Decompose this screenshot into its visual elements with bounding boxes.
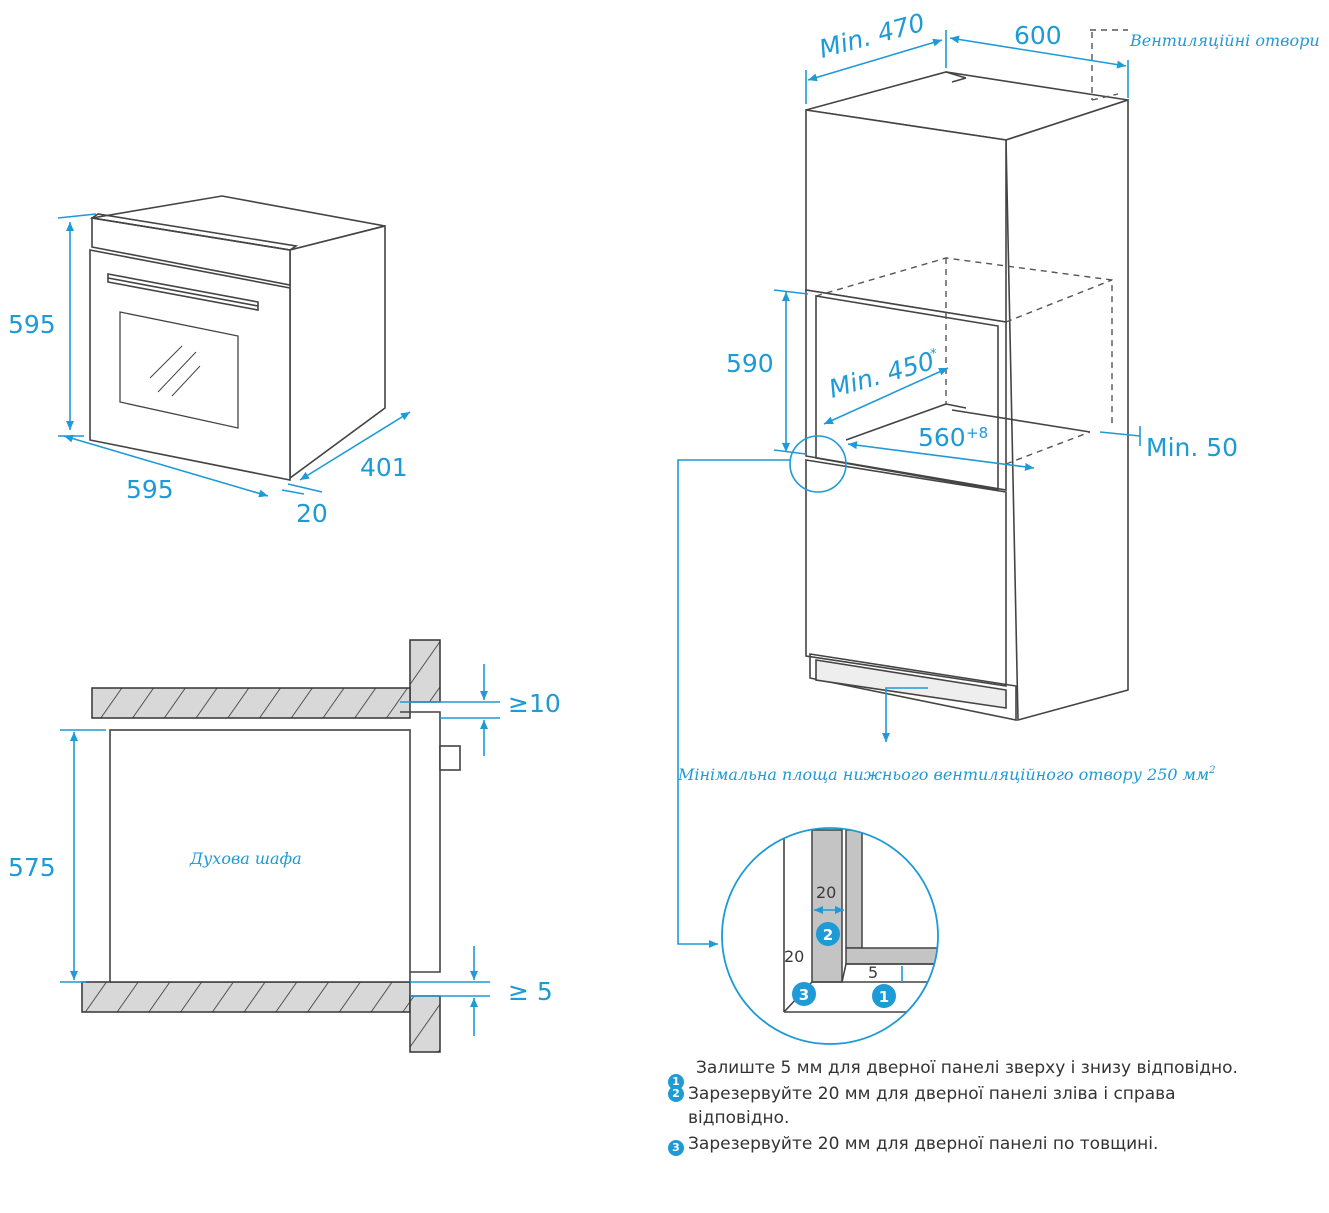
detail-marker-2: [816, 922, 840, 946]
section-view: Духова шафа: [81, 639, 461, 1053]
detail-marker-3: [792, 982, 816, 1006]
detail-thickness-side: 20: [784, 947, 804, 966]
section-top-gap-label: ≥10: [508, 689, 561, 718]
section-bottom-gap-label: ≥ 5: [508, 977, 553, 1006]
bottom-vent-note: Мінімальна площа нижнього вентиляційного…: [677, 765, 1216, 784]
niche-width-tol: +8: [966, 424, 988, 442]
legend-item-1: 1 Залиште 5 мм для дверної панелі зверху…: [668, 1056, 1268, 1090]
legend-item-2: 2 Зарезервуйте 20 мм для дверної панелі …: [668, 1082, 1268, 1130]
legend-badge-2: 2: [668, 1086, 684, 1102]
cabinet-isometric: [805, 29, 1129, 722]
legend-text-2: Зарезервуйте 20 мм для дверної панелі зл…: [688, 1084, 1176, 1128]
detail-callout-circle: [789, 435, 847, 493]
cabinet-depth-min-label: Min. 470: [816, 8, 928, 64]
niche-height-label: 590: [726, 349, 774, 378]
cabinet-depth-label: 600: [1014, 21, 1062, 50]
oven-width-label: 595: [126, 475, 174, 504]
detail-magnifier: 20 20 5 2 3 1: [721, 827, 939, 1045]
detail-thickness-top: 20: [816, 883, 836, 902]
back-gap-label: Min. 50: [1146, 433, 1238, 462]
legend-text-1: Залиште 5 мм для дверної панелі зверху і…: [696, 1058, 1238, 1078]
legend-badge-3: 3: [668, 1140, 684, 1156]
oven-depth-label: 401: [360, 453, 408, 482]
svg-text:2: 2: [823, 926, 833, 944]
svg-text:3: 3: [799, 986, 809, 1004]
section-height-label: 575: [8, 853, 56, 882]
niche-depth-mark: *: [930, 347, 937, 362]
oven-panel-label: 20: [296, 499, 328, 528]
vent-label: Вентиляційні отвори: [1129, 31, 1320, 50]
section-dimensions: ≥10 575 ≥ 5: [8, 664, 561, 1036]
section-oven-label: Духова шафа: [189, 849, 302, 868]
svg-text:1: 1: [879, 988, 889, 1006]
legend: 1 Залиште 5 мм для дверної панелі зверху…: [668, 1056, 1268, 1158]
oven-dimensions: 595 595 401 20: [8, 213, 411, 528]
detail-gap: 5: [868, 963, 878, 982]
detail-marker-1: [872, 984, 896, 1008]
niche-width-label: 560: [918, 423, 966, 452]
oven-height-label: 595: [8, 310, 56, 339]
oven-isometric: [89, 195, 386, 481]
legend-text-3: Зарезервуйте 20 мм для дверної панелі по…: [688, 1134, 1159, 1154]
